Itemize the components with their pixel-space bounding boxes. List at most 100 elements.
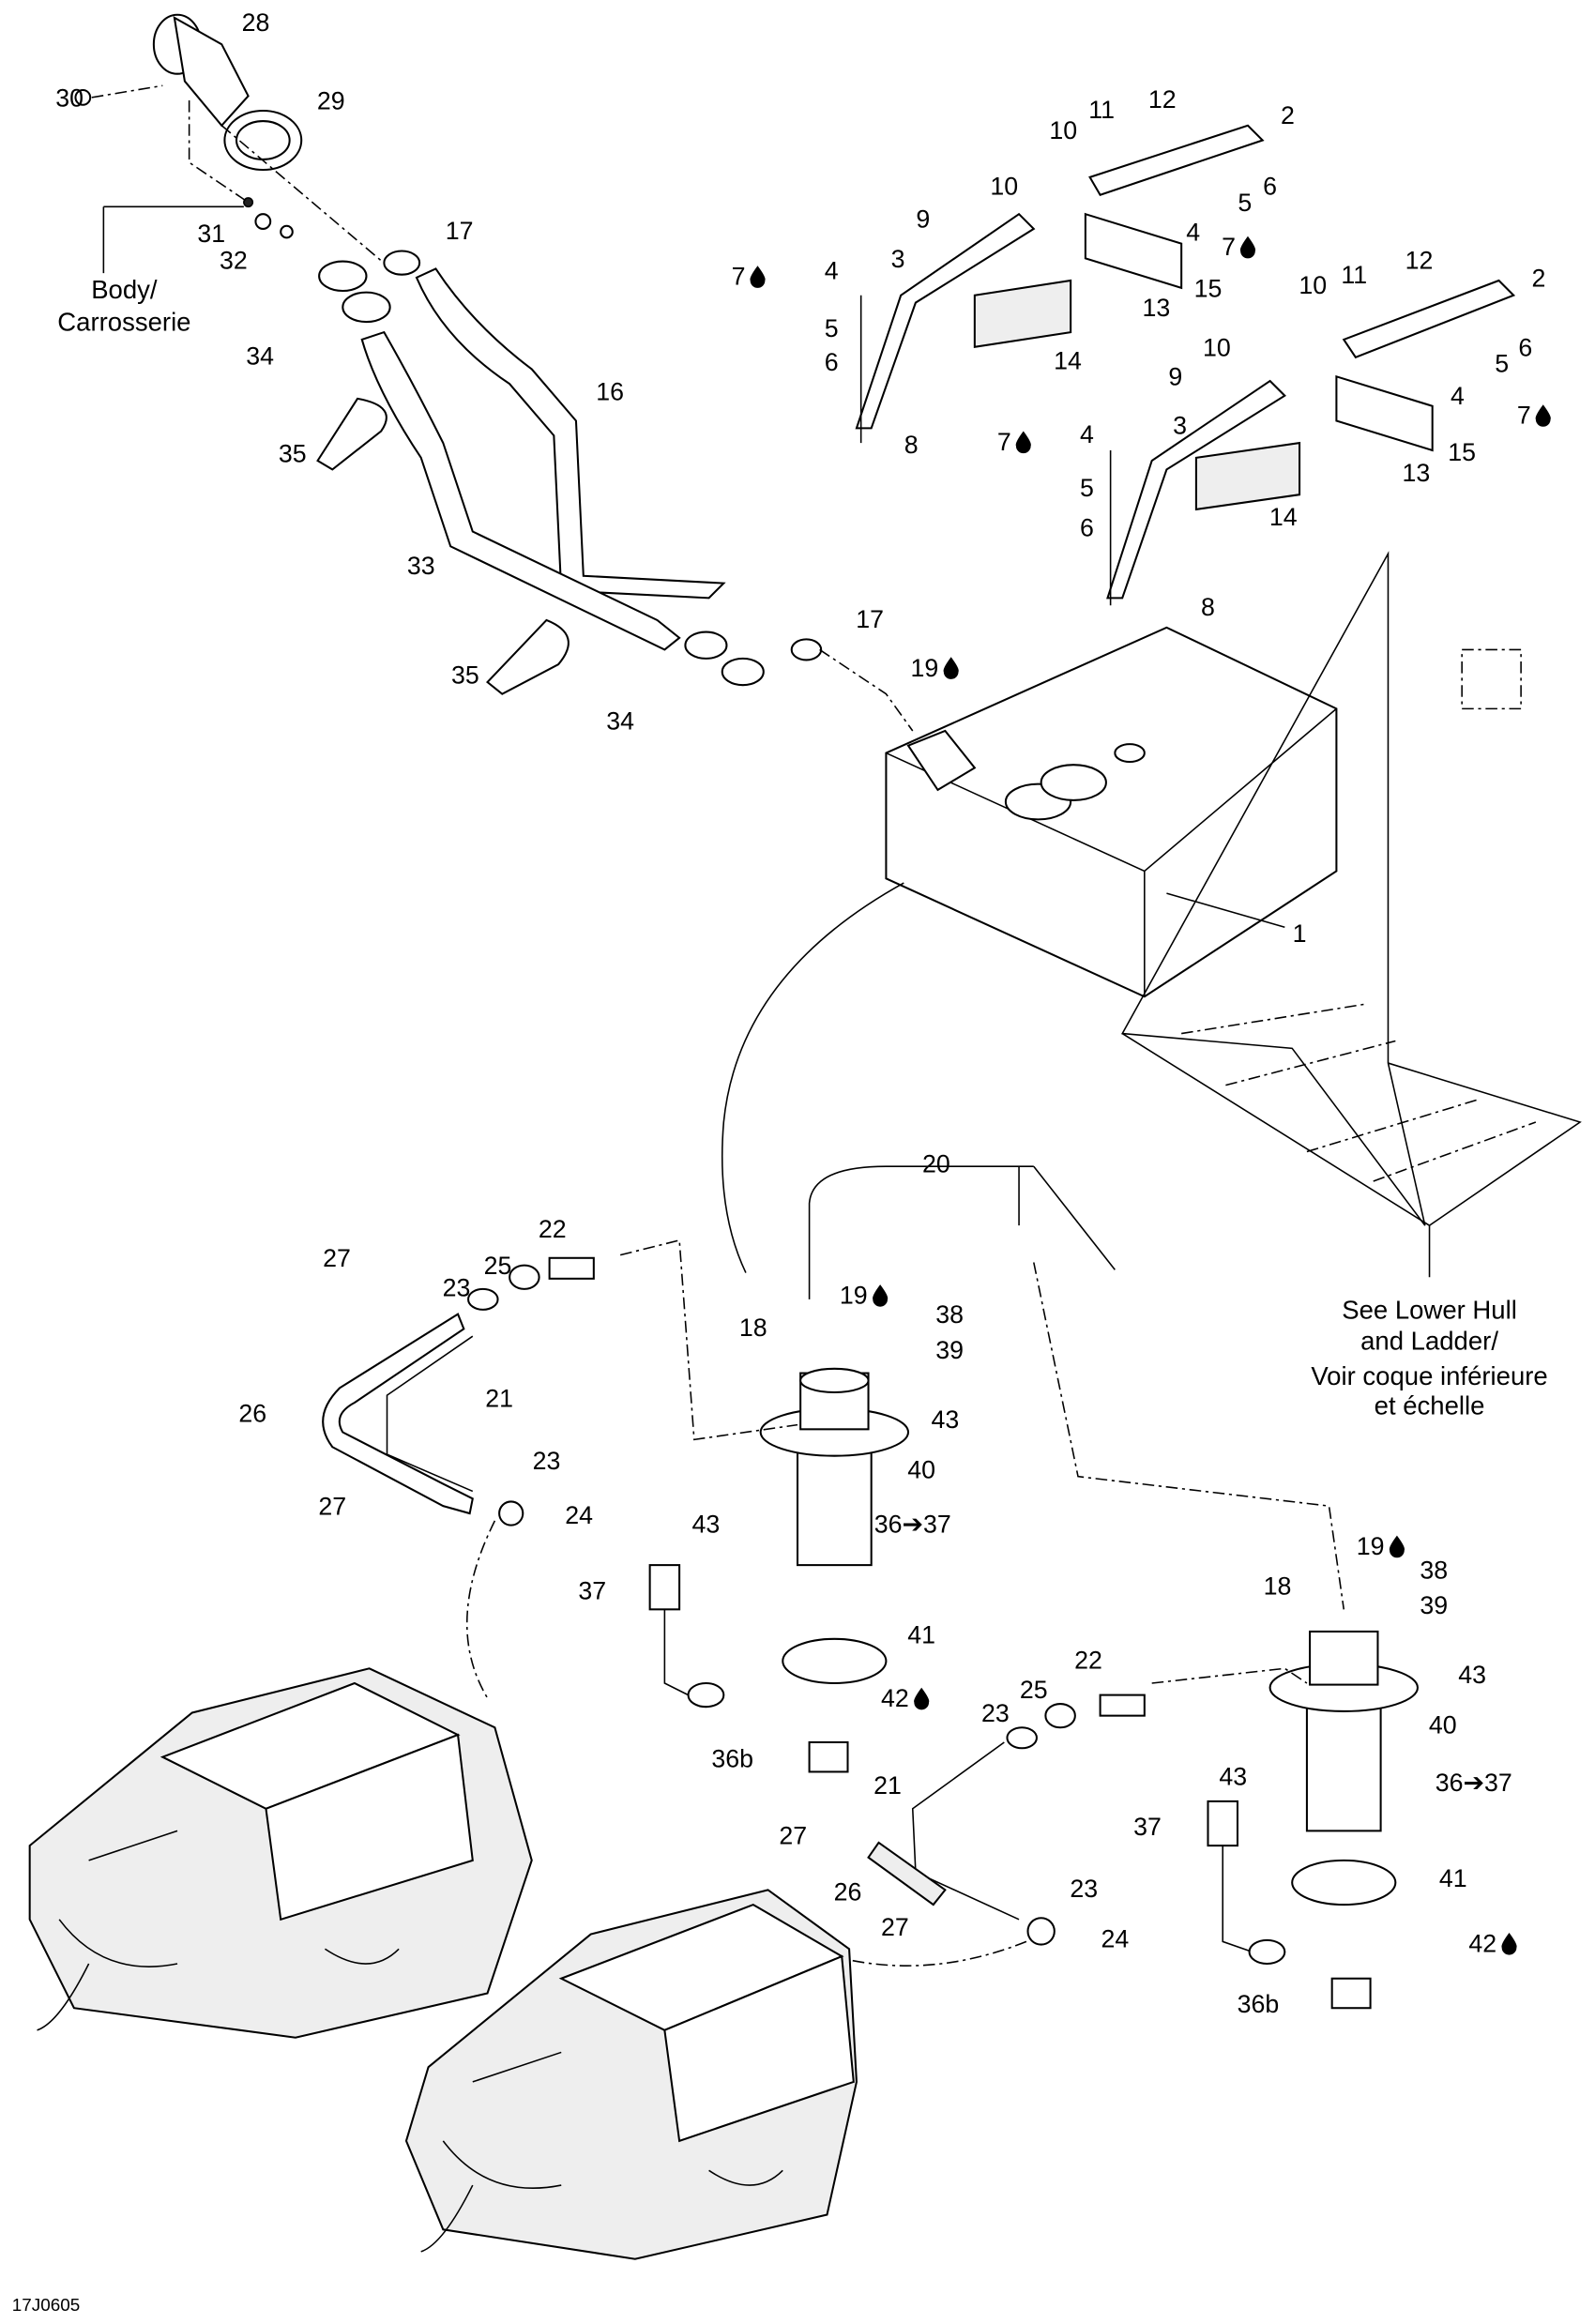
callout-42: 42: [1468, 1929, 1496, 1957]
callout-27: 27: [881, 1913, 909, 1941]
callout-33: 33: [407, 552, 435, 580]
callout-8: 8: [1201, 593, 1215, 621]
callout-40: 40: [907, 1455, 935, 1483]
engine-1: [28, 1667, 533, 2039]
lower-hull-note-line4: et échelle: [1375, 1391, 1485, 1420]
callout-2: 2: [1532, 264, 1546, 292]
callout-25: 25: [484, 1252, 512, 1280]
callout-18: 18: [739, 1314, 767, 1342]
callout-20: 20: [922, 1150, 950, 1178]
callout-6: 6: [1080, 513, 1094, 541]
callout-26: 26: [238, 1399, 266, 1427]
callout-17: 17: [446, 217, 474, 245]
callout-3: 3: [891, 245, 905, 273]
callout-34: 34: [606, 706, 634, 735]
callout-27: 27: [323, 1244, 351, 1272]
callout-10: 10: [990, 173, 1018, 201]
callout-42: 42: [881, 1684, 909, 1712]
callout-5: 5: [1080, 474, 1094, 502]
callout-43: 43: [1219, 1763, 1247, 1791]
callout-38: 38: [1420, 1556, 1448, 1584]
callout-10: 10: [1049, 116, 1077, 144]
callout-30: 30: [55, 84, 84, 112]
drop-icon: [750, 266, 766, 288]
callout-41: 41: [907, 1621, 935, 1649]
drop-icon: [1239, 235, 1256, 259]
drop-icon: [1015, 431, 1031, 454]
callout-4: 4: [825, 256, 839, 284]
callout-13: 13: [1143, 294, 1171, 322]
drop-icon: [1501, 1932, 1517, 1955]
callout-5: 5: [1495, 350, 1509, 378]
callout-13: 13: [1402, 459, 1430, 487]
callout-24: 24: [1101, 1925, 1129, 1953]
callout-32: 32: [220, 246, 248, 274]
body-note-line2: Carrosserie: [57, 308, 190, 337]
callout-9: 9: [916, 205, 930, 233]
callout-43: 43: [931, 1405, 959, 1434]
callout-25: 25: [1020, 1676, 1048, 1704]
filler-neck: [74, 13, 397, 274]
callout-11: 11: [1341, 261, 1367, 289]
callout-7: 7: [1517, 402, 1531, 430]
body-note-line1: Body/: [91, 275, 158, 304]
callout-12: 12: [1405, 246, 1434, 274]
callout-36-37: 36➔37: [874, 1510, 951, 1538]
callout-34: 34: [246, 342, 274, 371]
callout-27: 27: [318, 1493, 346, 1521]
callout-37: 37: [1133, 1813, 1162, 1841]
callout-3: 3: [1173, 412, 1187, 440]
fuel-pump-module-1: [619, 1165, 1116, 1773]
drop-icon: [1389, 1535, 1405, 1558]
callout-36-37: 36➔37: [1436, 1769, 1512, 1797]
callout-6: 6: [1263, 173, 1277, 201]
callout-5: 5: [825, 314, 839, 342]
callout-39: 39: [1420, 1591, 1448, 1619]
callout-7: 7: [732, 263, 746, 291]
callout-37: 37: [578, 1576, 606, 1604]
callout-23: 23: [443, 1274, 471, 1302]
callout-10: 10: [1203, 333, 1231, 361]
notes: Body/ Carrosserie See Lower Hull and Lad…: [12, 275, 1548, 2316]
callout-31: 31: [197, 220, 225, 248]
callout-14: 14: [1054, 346, 1082, 374]
callout-15: 15: [1448, 438, 1476, 466]
callout-5: 5: [1238, 189, 1252, 217]
engine-2: [404, 1889, 858, 2260]
callout-9: 9: [1168, 363, 1182, 391]
callout-35: 35: [279, 440, 307, 468]
drop-icon: [1535, 404, 1551, 427]
callout-6: 6: [825, 348, 839, 376]
callout-2: 2: [1281, 101, 1295, 129]
lower-hull-reference: [1120, 551, 1582, 1278]
callout-11: 11: [1088, 96, 1115, 124]
callout-43: 43: [1458, 1661, 1486, 1689]
callout-8: 8: [904, 431, 919, 459]
callout-14: 14: [1269, 503, 1298, 531]
lower-hull-note-line1: See Lower Hull: [1342, 1295, 1517, 1324]
callout-7: 7: [997, 428, 1011, 456]
callout-41: 41: [1439, 1864, 1467, 1892]
callout-4: 4: [1451, 382, 1465, 410]
callout-21: 21: [873, 1771, 902, 1800]
fill-hoses: [316, 250, 914, 732]
callout-43: 43: [692, 1510, 721, 1538]
callout-19: 19: [910, 654, 938, 682]
callout-19: 19: [1357, 1532, 1385, 1560]
callout-22: 22: [1074, 1646, 1102, 1674]
callout-36b: 36b: [1238, 1990, 1280, 2018]
callout-23: 23: [533, 1447, 561, 1475]
callout-4: 4: [1080, 420, 1094, 448]
lower-hull-note-line3: Voir coque inférieure: [1311, 1361, 1547, 1390]
callout-26: 26: [834, 1877, 862, 1906]
callout-4: 4: [1186, 219, 1200, 247]
callout-18: 18: [1264, 1572, 1292, 1601]
fuel-tank: [721, 626, 1338, 1273]
callout-1: 1: [1293, 919, 1307, 948]
callout-19: 19: [840, 1282, 868, 1310]
fuel-line-1: [322, 1256, 595, 1699]
callout-6: 6: [1518, 333, 1532, 361]
callout-17: 17: [856, 605, 884, 633]
